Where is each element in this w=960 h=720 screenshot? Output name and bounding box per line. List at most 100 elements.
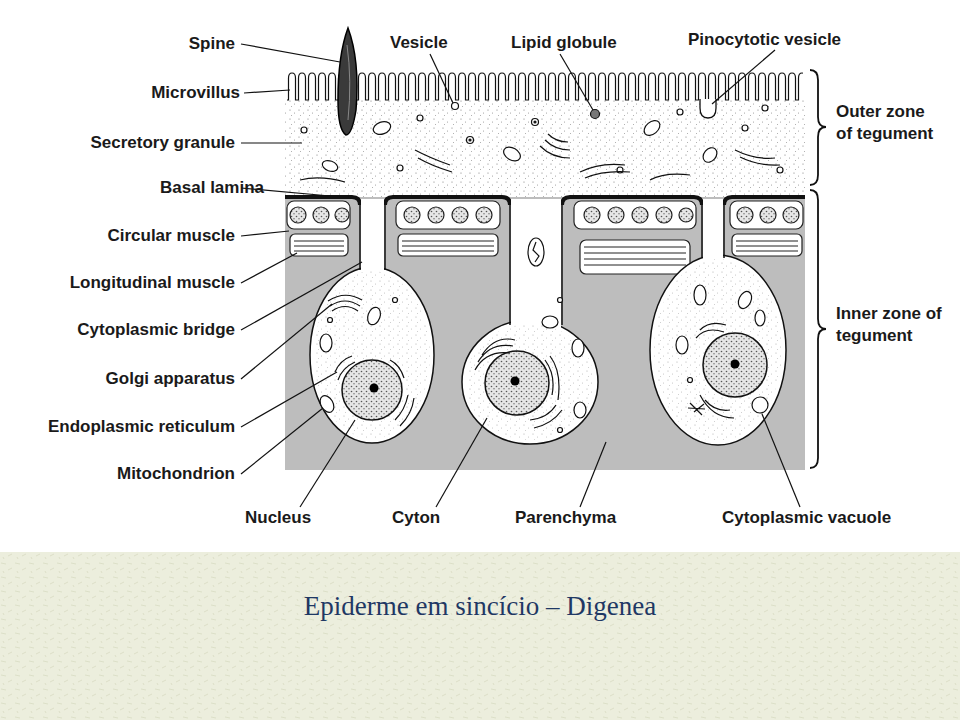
leader-lines-part	[241, 408, 323, 474]
leader-lines-part	[241, 44, 340, 62]
muscle-layer-part	[396, 201, 500, 229]
part-label: Cyton	[392, 507, 440, 529]
cyton-organelles-part	[542, 316, 558, 328]
cyton-organelles-part	[475, 339, 562, 428]
muscle-layer-part-part	[679, 208, 693, 222]
cyton-organelles-part	[736, 289, 754, 310]
muscle-layer-part-part	[452, 207, 468, 223]
outer-organelles-part	[677, 109, 683, 115]
outer-organelles-part	[641, 118, 663, 139]
part-label: Vesicle	[390, 32, 448, 54]
part-label: Nucleus	[245, 507, 311, 529]
part-label: Outer zone of tegument	[836, 101, 944, 145]
outer-organelles-part	[397, 165, 403, 171]
part-label: Mitochondrion	[117, 463, 235, 485]
muscle-layer-part	[732, 234, 802, 256]
nucleoli-part	[370, 384, 379, 393]
cyton-organelles-part	[528, 238, 544, 266]
muscle-layer-part-part	[632, 207, 648, 223]
outer-organelles-part	[777, 167, 783, 173]
nuclei-part	[342, 360, 402, 420]
outer-organelles-part	[580, 164, 630, 178]
muscle-layer-part-part	[783, 207, 799, 223]
part-label: Longitudinal muscle	[70, 272, 235, 294]
part-label: Spine	[189, 33, 235, 55]
cyton-organelles-part	[320, 334, 332, 352]
outer-organelles-part	[534, 121, 536, 123]
muscle-layer-part	[398, 234, 498, 256]
muscle-layer-part-part	[313, 207, 329, 223]
cyton-stipple	[314, 259, 782, 441]
nucleoli-part	[511, 377, 520, 386]
caption-band	[0, 552, 960, 720]
outer-organelles-part	[300, 178, 345, 182]
muscle-layer-part	[730, 201, 803, 229]
outer-organelles-part	[417, 115, 423, 121]
part-label: Basal lamina	[160, 177, 264, 199]
outer-organelles-part	[371, 119, 392, 136]
outer-zone	[285, 98, 805, 197]
leader-lines-part	[241, 253, 297, 283]
parenchyma	[285, 195, 805, 470]
muscle-layer-part	[580, 240, 690, 274]
leader-lines-part	[712, 50, 775, 104]
leader-lines	[241, 44, 800, 507]
cyton-organelles-part	[317, 393, 336, 415]
muscle-layer-part-part	[760, 207, 776, 223]
zone-brackets-part	[810, 70, 826, 185]
cyton-organelles-part	[694, 285, 706, 305]
part-label: Pinocytotic vesicle	[688, 29, 841, 51]
part-label: Golgi apparatus	[106, 368, 235, 390]
microvilli	[287, 72, 803, 102]
outer-organelles-part	[532, 119, 539, 126]
nucleoli-part	[731, 360, 740, 369]
cyton-stipple-part	[314, 271, 430, 439]
muscle-layer-part	[574, 201, 696, 229]
cyton-organelles-part	[335, 356, 414, 426]
cytons-part	[511, 199, 561, 329]
nuclei-part	[485, 351, 549, 415]
leader-lines-part	[241, 304, 332, 379]
leader-lines-part	[300, 420, 355, 507]
cyton-organelles-part	[533, 242, 539, 262]
leader-lines-part	[430, 54, 453, 103]
outer-organelles-part	[742, 125, 748, 131]
cytons	[310, 199, 786, 445]
cyton-organelles-part	[574, 402, 586, 418]
outer-organelles-part	[735, 150, 780, 165]
part-label: Endoplasmic reticulum	[48, 416, 235, 438]
outer-organelles-part	[762, 105, 768, 111]
muscle-layer-part-part	[404, 207, 420, 223]
cyton-organelles-part	[696, 323, 734, 418]
muscle-layer-part-part	[656, 207, 672, 223]
spine	[338, 28, 357, 135]
outer-organelles-part	[321, 159, 339, 174]
leader-lines-part	[580, 442, 606, 507]
muscle-layer-part-part	[608, 207, 624, 223]
part-label: Secretory granule	[90, 132, 235, 154]
cyton-organelles-part	[676, 336, 688, 354]
part-label: Cytoplasmic bridge	[77, 319, 235, 341]
outer-organelles-part	[301, 127, 307, 133]
part-label: Circular muscle	[107, 225, 235, 247]
cyton-organelles-part	[688, 378, 693, 383]
muscle-layer-part-part	[584, 207, 600, 223]
outer-organelles-part	[469, 139, 471, 141]
leader-lines-part	[244, 90, 290, 93]
muscle-layer-part-part	[428, 207, 444, 223]
cyton-organelles	[317, 238, 768, 433]
outer-organelles-part	[501, 144, 523, 163]
outer-organelles-part	[700, 145, 719, 165]
caption: Epiderme em sincício – Digenea	[0, 589, 960, 623]
leader-lines-part	[241, 142, 302, 143]
zone-brackets	[810, 70, 826, 468]
leader-lines-part	[762, 414, 800, 507]
cyton-organelles-part	[365, 305, 382, 326]
part-label: Inner zone of tegument	[836, 303, 944, 347]
outer-organelles-part	[415, 150, 452, 172]
muscle-layer-part-part	[335, 208, 349, 222]
cyton-organelles-part	[393, 298, 398, 303]
cyton-organelles-part	[558, 428, 563, 433]
cyton-organelles-part	[558, 298, 563, 303]
cyton-organelles-part	[572, 339, 584, 357]
